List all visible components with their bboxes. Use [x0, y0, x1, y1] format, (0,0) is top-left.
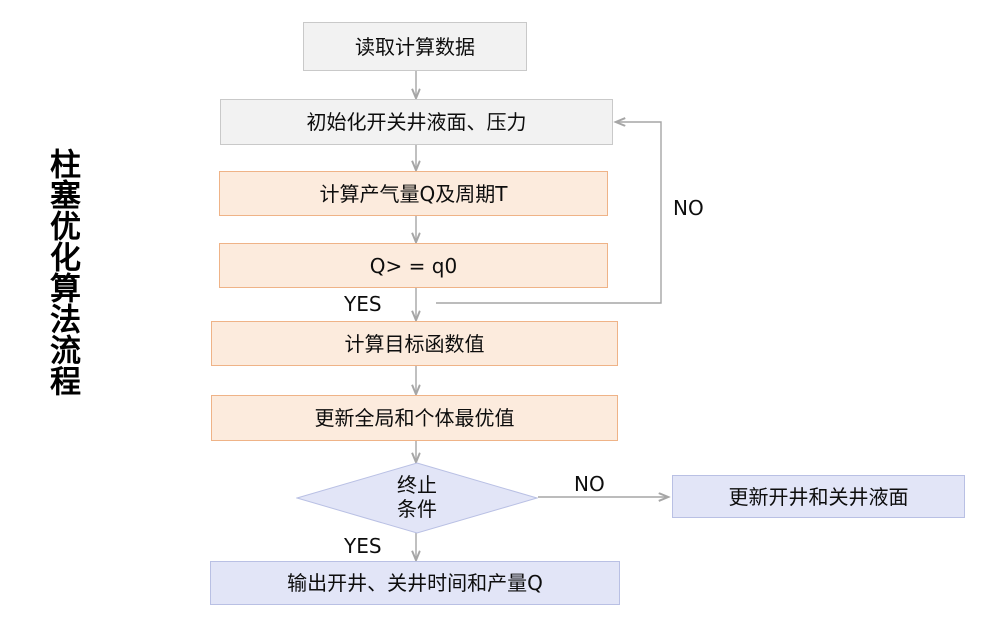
node-check-q-label: Q> = q0 — [369, 253, 458, 278]
node-calc-q-t-label: 计算产气量Q及周期T — [319, 181, 508, 206]
node-read-data-label: 读取计算数据 — [355, 34, 475, 59]
node-calc-q-t[interactable]: 计算产气量Q及周期T — [219, 171, 608, 216]
node-update-best-label: 更新全局和个体最优值 — [314, 406, 515, 430]
node-calc-obj[interactable]: 计算目标函数值 — [211, 321, 618, 366]
edge-label-stop-cond-yes: YES — [344, 534, 382, 558]
stop-cond-diamond-shape — [296, 462, 538, 534]
node-read-data[interactable]: 读取计算数据 — [303, 22, 527, 71]
node-update-best[interactable]: 更新全局和个体最优值 — [211, 395, 618, 441]
node-stop-cond[interactable]: 终止 条件 — [296, 462, 538, 534]
node-output-label: 输出开井、关井时间和产量Q — [287, 571, 543, 595]
edge-label-stop-cond-no: NO — [574, 472, 605, 496]
node-output[interactable]: 输出开井、关井时间和产量Q — [210, 561, 620, 605]
diagram-vertical-title: 柱塞优化算法流程 — [44, 148, 80, 396]
node-update-levels[interactable]: 更新开井和关井液面 — [672, 475, 965, 518]
node-update-levels-label: 更新开井和关井液面 — [728, 484, 909, 509]
node-calc-obj-label: 计算目标函数值 — [344, 331, 485, 356]
edge-label-check-q-yes: YES — [344, 292, 382, 316]
node-check-q[interactable]: Q> = q0 — [219, 243, 608, 288]
node-init-label: 初始化开关井液面、压力 — [306, 110, 527, 134]
node-init[interactable]: 初始化开关井液面、压力 — [220, 99, 613, 145]
edge-label-check-q-no: NO — [673, 196, 704, 220]
